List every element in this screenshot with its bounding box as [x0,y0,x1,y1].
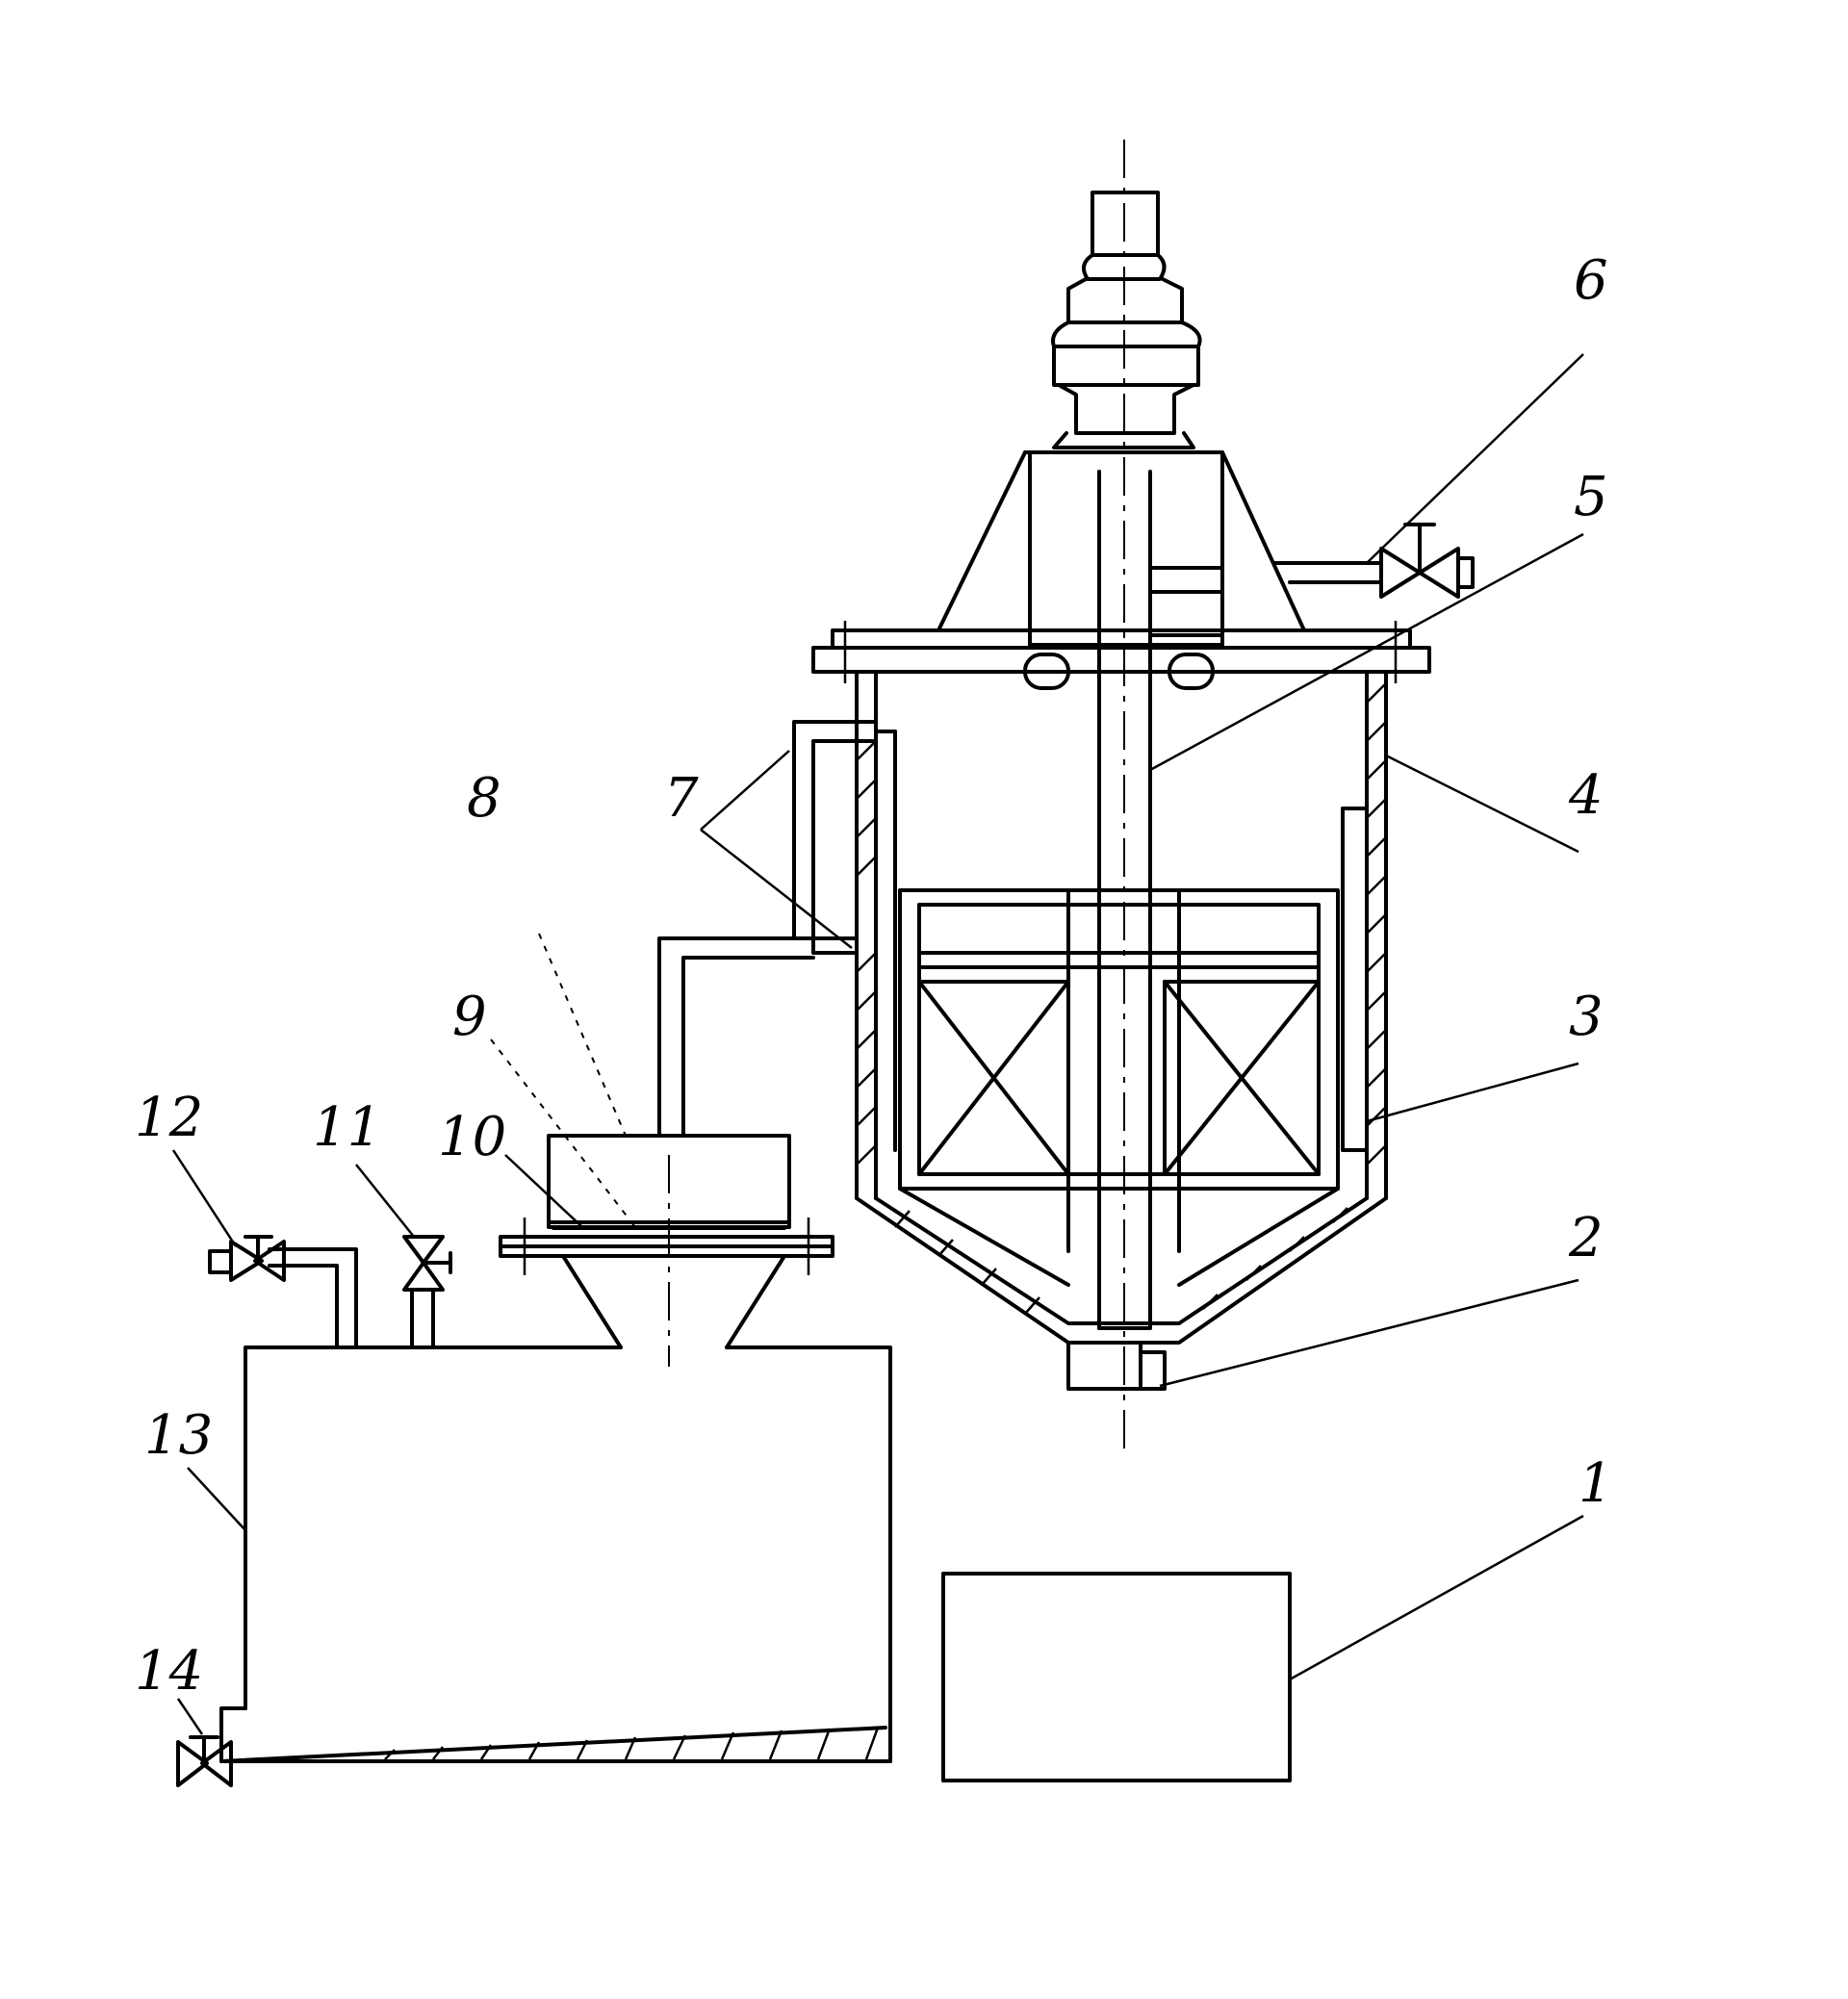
label-2: 2 [1568,1207,1604,1269]
vessel-shell [855,670,1388,1391]
vertical-pipe-valve [402,1235,452,1349]
leader-lines [171,353,1584,1735]
main-shaft [1097,470,1152,1330]
rotor-basket [898,888,1340,1287]
drive-motor [1051,191,1202,449]
inlet-pipe-valve [208,1235,358,1349]
label-14: 14 [135,1640,203,1703]
base-unit [941,1572,1292,1782]
label-12: 12 [135,1087,203,1149]
label-7: 7 [664,767,699,830]
collection-tank [219,1345,892,1763]
label-9: 9 [452,986,487,1048]
label-11: 11 [313,1096,381,1159]
label-6: 6 [1574,249,1608,312]
label-13: 13 [144,1404,213,1467]
part-labels: 6 5 4 3 2 1 7 8 9 10 11 12 13 14 [135,249,1613,1703]
label-4: 4 [1568,764,1604,827]
drain-valve [176,1735,233,1787]
vent-pipe [657,720,878,1138]
label-10: 10 [438,1106,506,1168]
label-5: 5 [1574,466,1608,528]
label-8: 8 [467,767,501,830]
label-1: 1 [1578,1452,1613,1515]
exhaust-pipe-valve [1273,523,1475,599]
top-flange [811,621,1431,690]
filter-housing [499,1134,834,1367]
conical-hood [937,450,1306,647]
wall-hatching [856,682,1387,1315]
tank-bottom-hatching [384,1727,880,1760]
label-3: 3 [1569,986,1604,1048]
